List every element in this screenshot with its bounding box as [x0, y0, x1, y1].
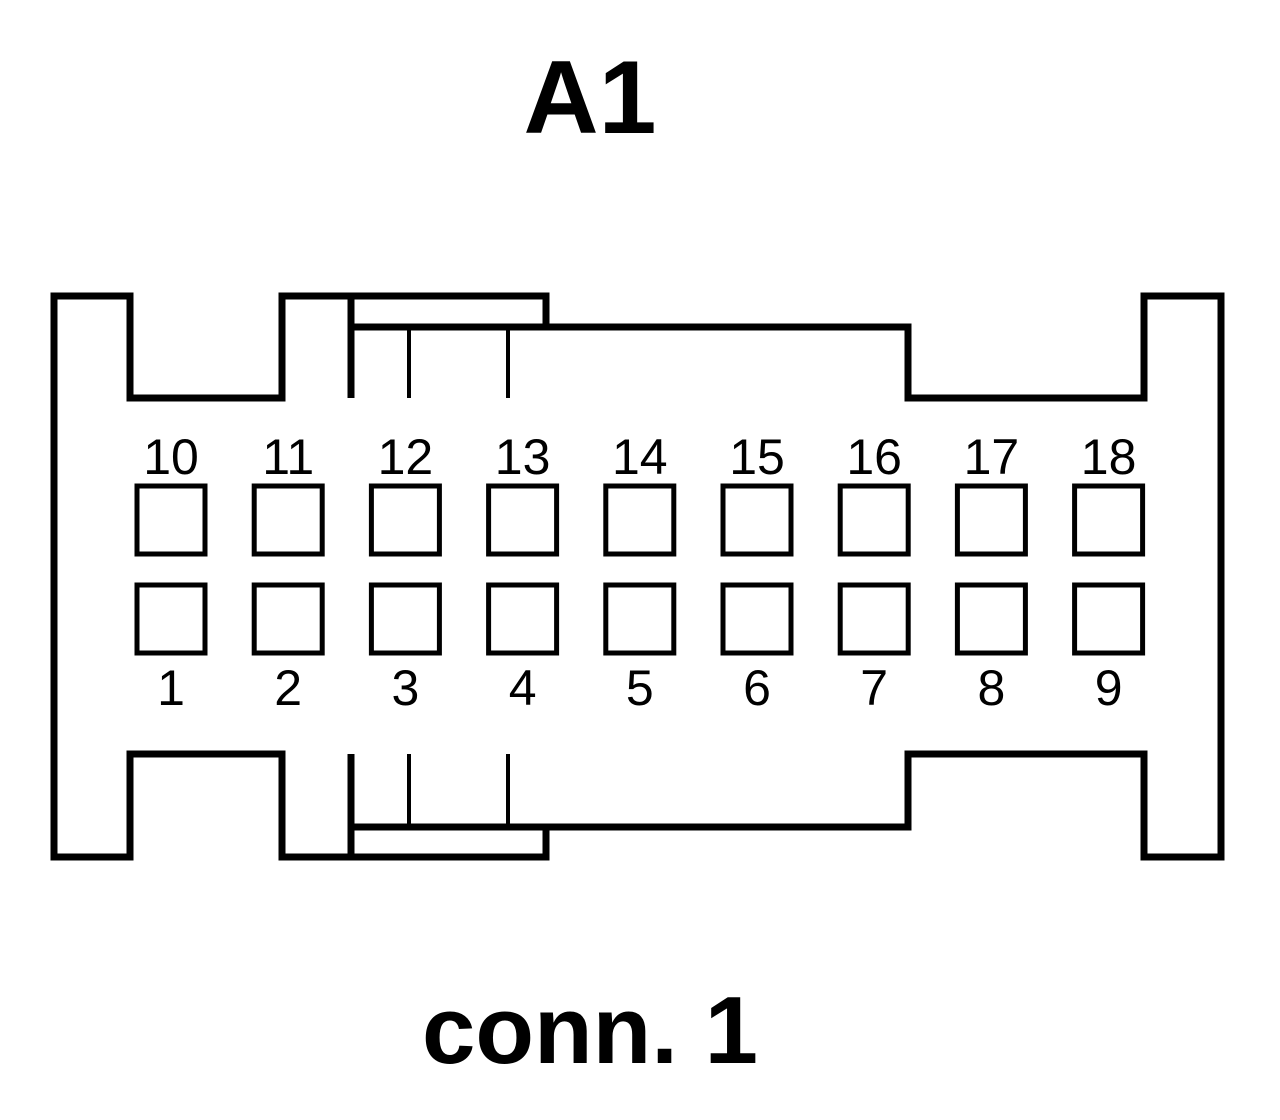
pin-cavity-1 [134, 582, 208, 656]
top-pin-row: 10 11 12 13 14 15 16 17 18 [134, 429, 1146, 557]
pin-cavity-6 [720, 582, 794, 656]
pin-cavity-3 [368, 582, 442, 656]
pin-label-3: 3 [391, 660, 419, 716]
bottom-latch [347, 754, 546, 857]
pin-label-10: 10 [143, 429, 199, 485]
pin-label-18: 18 [1081, 429, 1137, 485]
pin-cavity-14 [603, 483, 677, 557]
pin-cavity-15 [720, 483, 794, 557]
bottom-pin-row: 1 2 3 4 5 6 7 8 9 [134, 582, 1146, 716]
pin-label-8: 8 [977, 660, 1005, 716]
pin-cavity-17 [954, 483, 1028, 557]
pin-label-16: 16 [846, 429, 902, 485]
pin-cavity-8 [954, 582, 1028, 656]
connector-title: A1 [524, 40, 657, 156]
pin-cavity-16 [837, 483, 911, 557]
pin-label-13: 13 [495, 429, 551, 485]
pin-label-9: 9 [1095, 660, 1123, 716]
pin-label-6: 6 [743, 660, 771, 716]
pin-cavity-12 [368, 483, 442, 557]
pin-label-1: 1 [157, 660, 185, 716]
pin-cavity-9 [1072, 582, 1146, 656]
pin-label-12: 12 [378, 429, 434, 485]
housing-outline [50, 292, 1225, 861]
pin-cavity-11 [251, 483, 325, 557]
pin-label-5: 5 [626, 660, 654, 716]
pin-cavity-2 [251, 582, 325, 656]
pin-label-7: 7 [860, 660, 888, 716]
connector-housing [50, 292, 1225, 861]
pin-label-17: 17 [964, 429, 1020, 485]
pin-cavity-4 [486, 582, 560, 656]
pin-label-11: 11 [262, 429, 314, 485]
pin-cavity-18 [1072, 483, 1146, 557]
pin-cavity-5 [603, 582, 677, 656]
pin-label-15: 15 [729, 429, 785, 485]
pin-cavity-13 [486, 483, 560, 557]
pin-label-2: 2 [274, 660, 302, 716]
connector-caption: conn. 1 [422, 977, 758, 1084]
top-latch [347, 296, 546, 398]
pin-cavity-7 [837, 582, 911, 656]
pin-label-4: 4 [509, 660, 537, 716]
pin-label-14: 14 [612, 429, 668, 485]
pin-cavity-10 [134, 483, 208, 557]
